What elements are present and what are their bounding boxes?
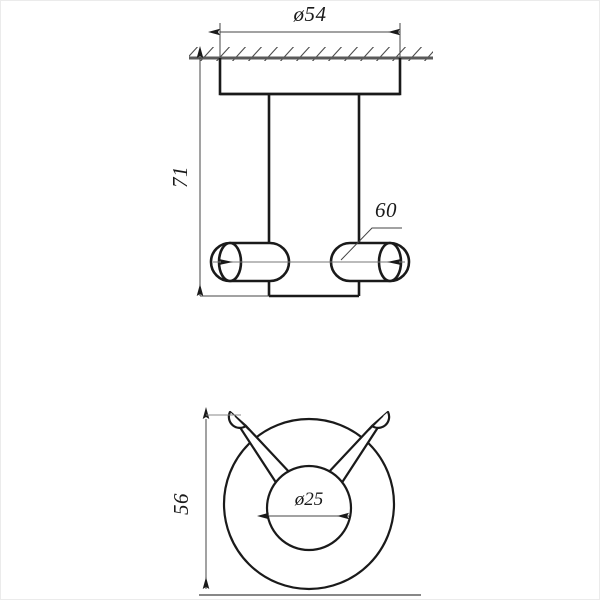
dim-label-width-56: 56 xyxy=(169,493,193,515)
dim-label-height-71: 71 xyxy=(168,166,192,188)
bottom-view: ø25 56 xyxy=(169,407,421,596)
axis-arrow-left xyxy=(219,259,233,265)
dim-label-angle-60: 60 xyxy=(375,198,397,222)
mounting-surface-hatch xyxy=(189,47,433,61)
flange-outline xyxy=(218,58,402,96)
central-boss-circle xyxy=(265,464,353,552)
dimension-height-71: 71 xyxy=(168,46,269,297)
dimension-width-56: 56 xyxy=(169,407,421,596)
dimension-diameter-25: ø25 xyxy=(257,489,349,520)
axis-arrow-right xyxy=(387,259,401,265)
leader-line-60 xyxy=(340,227,402,261)
dimension-diameter-54: ø54 xyxy=(208,2,401,58)
front-view: ø54 xyxy=(168,2,433,298)
dimension-angle-60: 60 xyxy=(340,198,402,261)
dim-label-diameter-25: ø25 xyxy=(294,489,324,510)
dim-label-diameter-54: ø54 xyxy=(293,2,327,26)
